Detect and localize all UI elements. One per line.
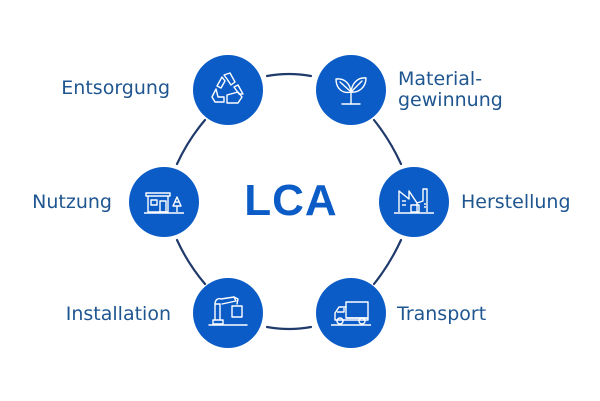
node-herstellung [379, 167, 449, 237]
label-herstellung: Herstellung [461, 191, 571, 213]
center-title-lca: LCA [244, 176, 338, 225]
node-installation [193, 278, 263, 348]
label-installation: Installation [65, 303, 171, 325]
label-nutzung: Nutzung [32, 191, 112, 213]
factory-icon [394, 188, 434, 214]
node-nutzung [129, 167, 199, 237]
label-materialgewinnung-line2: gewinnung [398, 89, 503, 111]
recycle-icon [211, 72, 244, 104]
plant-sprout-icon [335, 77, 367, 105]
node-entsorgung [193, 55, 263, 125]
node-transport [316, 278, 386, 348]
label-materialgewinnung-line1: Material- [398, 68, 483, 90]
label-transport: Transport [397, 303, 487, 325]
label-entsorgung: Entsorgung [61, 77, 170, 99]
building-tree-icon [144, 192, 184, 214]
node-materialgewinnung [316, 55, 386, 125]
label-materialgewinnung: Material- gewinnung [398, 69, 503, 111]
truck-icon [331, 301, 371, 326]
robot-arm-icon [208, 296, 248, 326]
